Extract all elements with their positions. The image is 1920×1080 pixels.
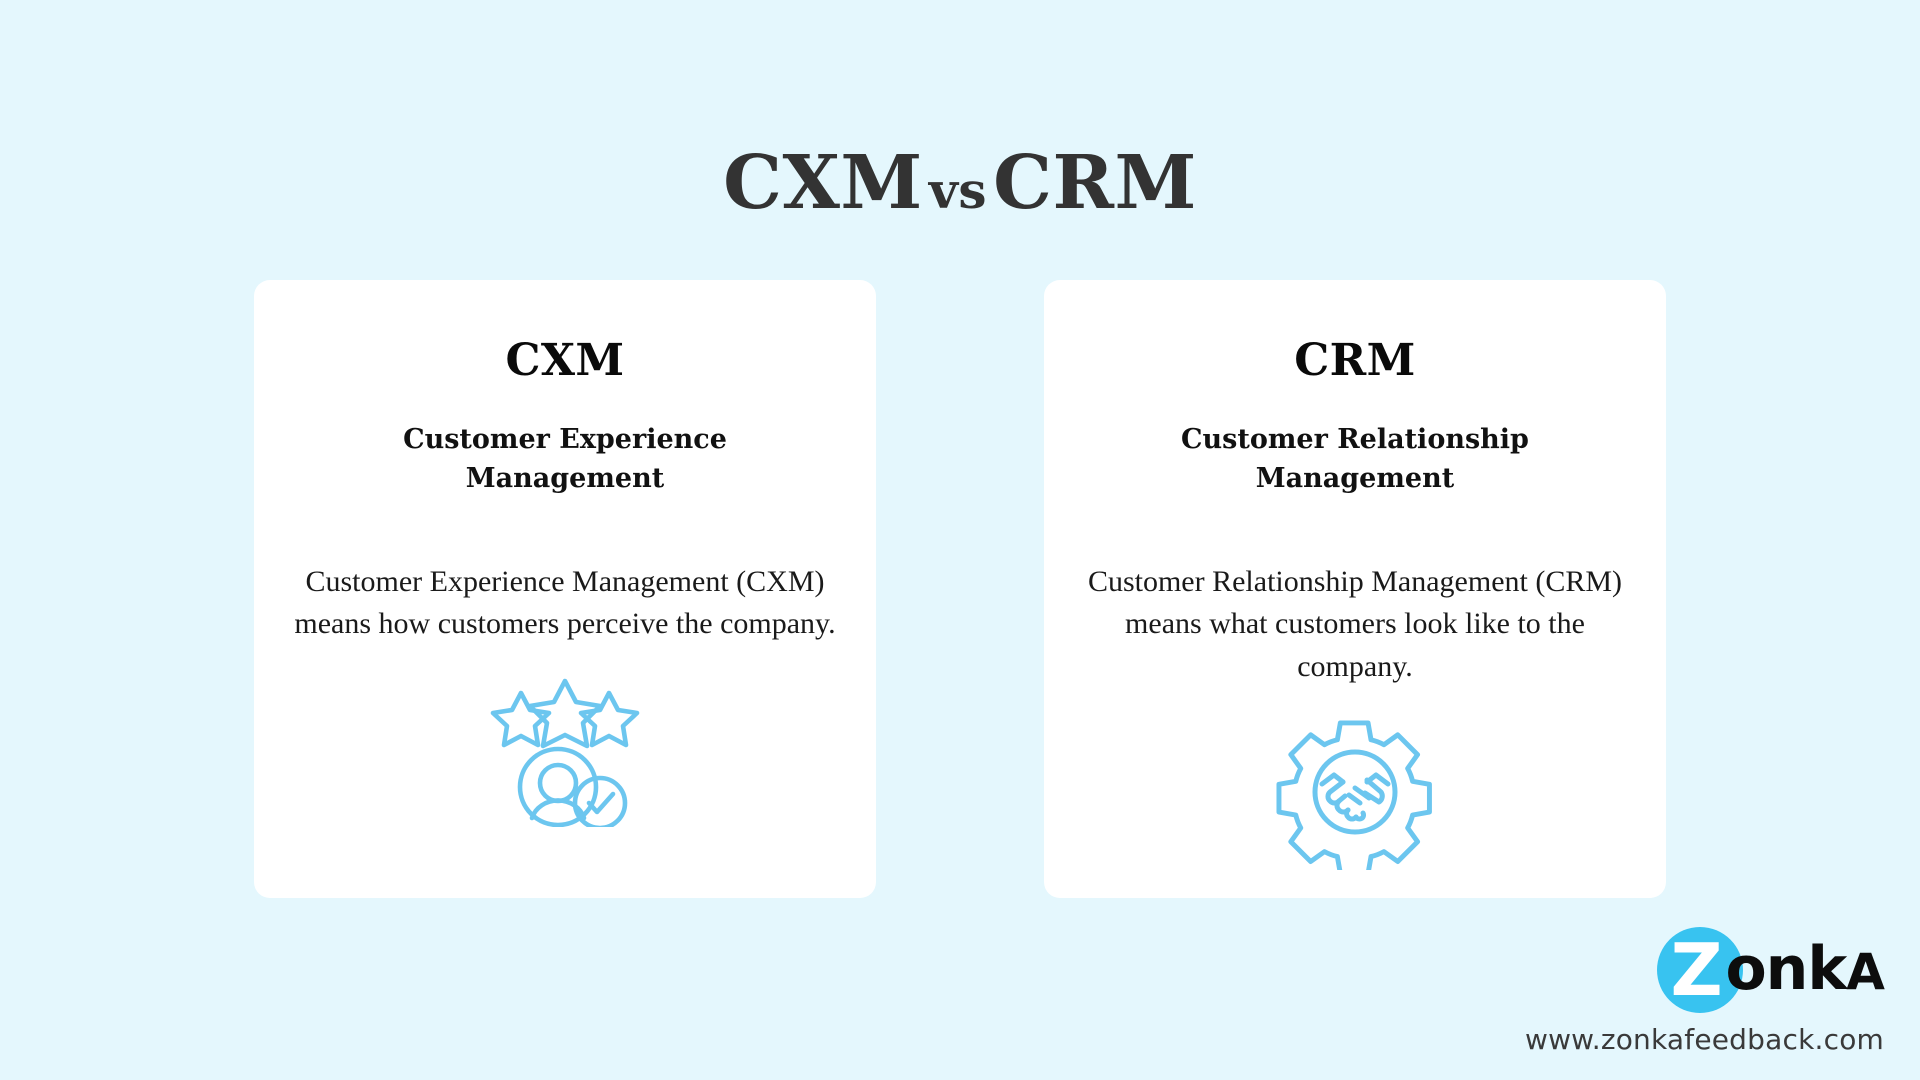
card-cxm-description: Customer Experience Management (CXM) mea… xyxy=(294,564,836,641)
card-cxm: CXM Customer Experience Management Custo… xyxy=(254,280,876,898)
zonka-logo[interactable]: Z onkA xyxy=(1657,927,1885,1013)
footer: Z onkA www.zonkafeedback.com xyxy=(1524,927,1885,1056)
gear-handshake-icon xyxy=(1276,720,1432,870)
card-crm-description: Customer Relationship Management (CRM) m… xyxy=(1087,564,1623,683)
zonka-logo-word-last: A xyxy=(1846,942,1885,1001)
comparison-cards: CXM Customer Experience Management Custo… xyxy=(254,280,1666,898)
site-url[interactable]: www.zonkafeedback.com xyxy=(1524,1023,1884,1056)
stars-user-check-icon xyxy=(490,678,640,827)
zonka-logo-letter: Z xyxy=(1670,928,1722,1012)
card-crm: CRM Customer Relationship Management Cus… xyxy=(1044,280,1666,898)
page-title-left: CXM xyxy=(723,139,923,226)
card-cxm-icon-wrap xyxy=(480,672,650,832)
page-title-vs: vs xyxy=(928,160,988,220)
card-crm-subtitle: Customer Relationship Management xyxy=(1181,424,1529,495)
zonka-logo-circle xyxy=(1657,927,1744,1013)
zonka-logo-wordmark: onkA xyxy=(1725,939,1885,1002)
card-cxm-subtitle: Customer Experience Management xyxy=(403,424,727,495)
page-title-right: CRM xyxy=(993,139,1197,226)
card-crm-icon-wrap xyxy=(1275,715,1435,875)
card-crm-title: CRM xyxy=(1294,335,1416,386)
card-cxm-title: CXM xyxy=(505,335,625,386)
zonka-logo-mark: Z xyxy=(1657,927,1744,1013)
zonka-logo-word-main: onk xyxy=(1725,933,1847,1004)
